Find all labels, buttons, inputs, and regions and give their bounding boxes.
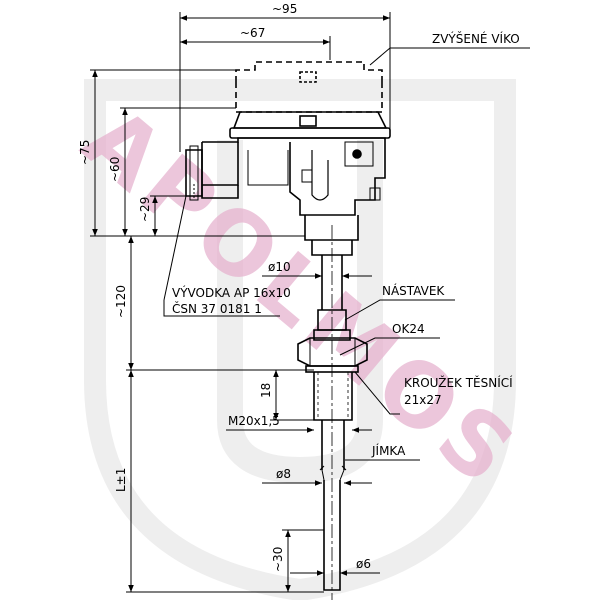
label-raised-cover: ZVÝŠENÉ VÍKO bbox=[432, 31, 520, 46]
sheath bbox=[321, 420, 345, 470]
dim-height-extension: ~120 bbox=[114, 285, 128, 318]
dim-height-gland: ~29 bbox=[138, 197, 152, 222]
dim-dia-sheath: ø8 bbox=[276, 467, 291, 481]
label-gland-1: VÝVODKA AP 16x10 bbox=[172, 285, 291, 300]
raised-cover-outline bbox=[235, 61, 383, 82]
label-extension: NÁSTAVEK bbox=[382, 283, 445, 298]
dim-height-body: ~60 bbox=[108, 157, 122, 182]
dim-width-head: ~67 bbox=[240, 26, 265, 40]
dim-dia-extension: ø10 bbox=[268, 260, 291, 274]
label-sheath: JÍMKA bbox=[371, 443, 406, 458]
dim-width-total: ~95 bbox=[272, 2, 297, 16]
dim-tip-length: ~30 bbox=[271, 547, 285, 572]
dim-dia-tip: ø6 bbox=[356, 557, 371, 571]
thread bbox=[313, 372, 353, 421]
hex-nut bbox=[297, 337, 368, 367]
dim-thread-length: 18 bbox=[259, 383, 273, 398]
watermark-text: APOLMOS bbox=[65, 87, 538, 507]
cable-gland bbox=[185, 149, 203, 197]
dimension-lines bbox=[90, 12, 530, 593]
label-wrench: OK24 bbox=[392, 322, 425, 336]
watermark-shield bbox=[84, 79, 516, 600]
label-sealing-ring-1: KROUŽEK TĚSNÍCÍ bbox=[404, 375, 513, 390]
dim-height-head-text: ~75 bbox=[78, 140, 92, 165]
label-gland-2: ČSN 37 0181 1 bbox=[172, 301, 262, 316]
label-sealing-ring-2: 21x27 bbox=[404, 393, 442, 407]
dim-insertion-length: L±1 bbox=[114, 468, 128, 492]
sensor-body bbox=[185, 61, 391, 591]
extension-tube bbox=[321, 255, 343, 310]
dim-thread: M20x1,5 bbox=[228, 414, 280, 428]
